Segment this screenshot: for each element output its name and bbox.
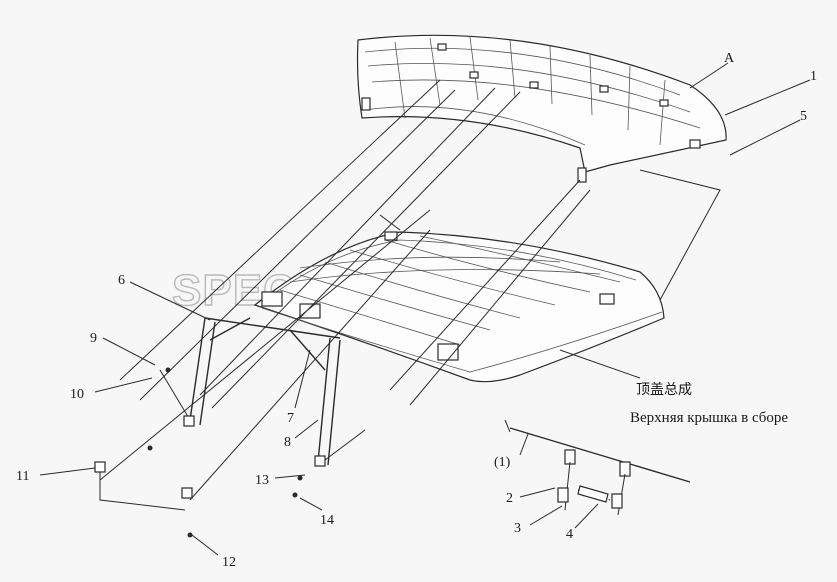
callout-12: 12 [222,555,236,570]
upper-roof-panel [356,34,727,183]
detail-view [504,419,691,516]
callout-14: 14 [320,513,334,528]
caption-russian: Верхняя крышка в сборе [630,410,788,426]
callout-A: A [724,51,735,66]
callout-7: 7 [287,411,294,426]
callout-5: 5 [800,109,807,124]
caption-chinese: 顶盖总成 [636,382,692,398]
callout-4: 4 [566,527,573,542]
callout-1: 1 [810,69,817,84]
assembly-lines [99,79,721,511]
callout-2: 2 [506,491,513,506]
callout-10: 10 [70,387,84,402]
callout-6: 6 [118,273,125,288]
callout-8: 8 [284,435,291,450]
support-frame [94,317,366,538]
callout-11: 11 [16,469,29,484]
callout-3: 3 [514,521,521,536]
callout-9: 9 [90,331,97,346]
callout-detail-1: (1) [494,455,511,470]
leader-lines [39,62,811,556]
callout-13: 13 [255,473,269,488]
